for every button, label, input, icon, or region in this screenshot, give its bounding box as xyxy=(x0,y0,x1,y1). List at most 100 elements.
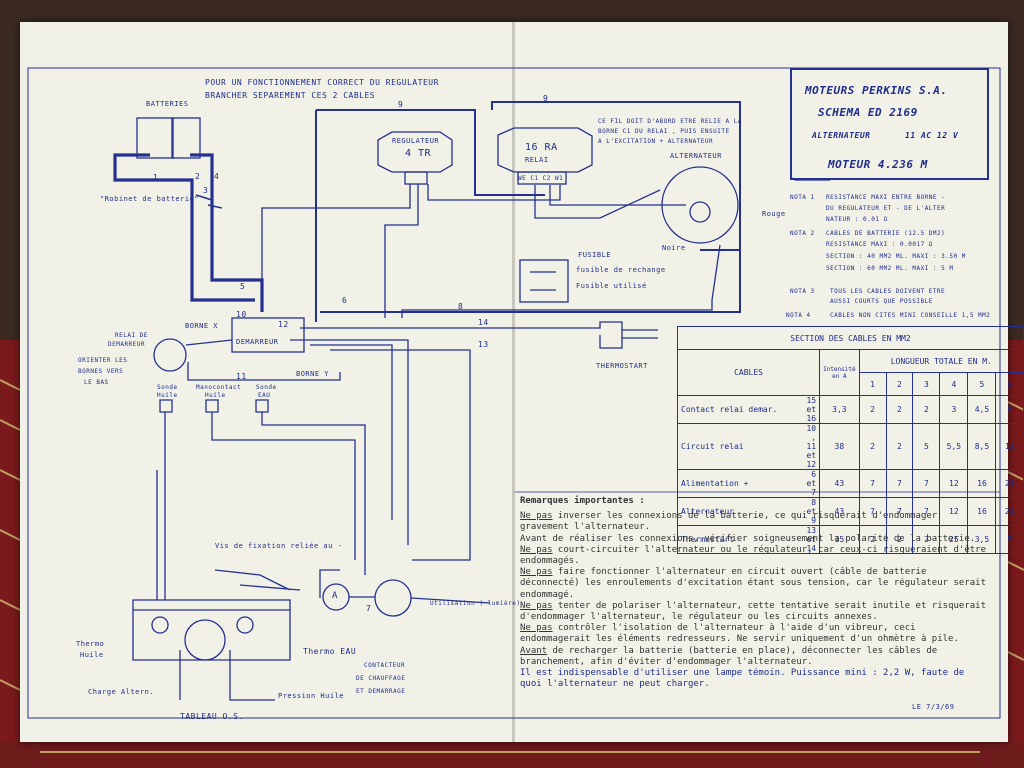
nota-1-line2: DU REGULATEUR ET - DE L'ALTER xyxy=(826,205,946,212)
fuse-box xyxy=(519,259,569,303)
thermo-eau-label: Thermo EAU xyxy=(303,647,357,656)
thermostart-label: THERMOSTART xyxy=(596,362,648,370)
table-cell: 2 xyxy=(885,395,914,424)
remark-lead: Avant xyxy=(520,645,548,656)
length-header: 4 xyxy=(939,372,969,396)
sonde-eau-line1: Sonde xyxy=(256,384,277,391)
alternator-label: ALTERNATEUR xyxy=(670,152,722,160)
row-name: Alternateur xyxy=(677,497,804,526)
nota-4-label: NOTA 4 xyxy=(786,312,811,319)
remark-text: inverser les connexions de la batterie, … xyxy=(520,511,938,533)
batteries-label: BATTERIES xyxy=(146,100,189,108)
length-header: 2 xyxy=(885,372,914,396)
table-cell: 4,5 xyxy=(967,395,997,424)
table-cell: 12 xyxy=(939,469,969,498)
remark-lead: Ne pas xyxy=(520,567,553,578)
table-cell: 24 xyxy=(995,469,1024,498)
contacteur-line2: DE CHAUFFAGE xyxy=(356,675,406,682)
wire-number: 4 xyxy=(214,172,220,181)
table-cell: 3,5 xyxy=(967,525,997,554)
orient-line3: LE BAS xyxy=(84,379,109,386)
table-cell: 7 xyxy=(885,469,914,498)
starter-relay-line2: DEMARREUR xyxy=(108,341,146,348)
table-cell: 12 xyxy=(939,497,969,526)
sonde-huile-line2: Huile xyxy=(157,392,178,399)
fuse-label: FUSIBLE xyxy=(578,251,612,259)
starter-relay xyxy=(153,338,187,372)
row-name: Thermostart xyxy=(677,525,804,554)
schema-ref: SCHEMA ED 2169 xyxy=(818,106,918,119)
wire-number: 3 xyxy=(203,186,209,195)
vis-fixation-label: Vis de fixation reliée au - xyxy=(215,542,343,550)
length-header: 1 xyxy=(858,372,887,396)
contacteur-line1: CONTACTEUR xyxy=(364,662,406,669)
sonde-huile-line1: Sonde xyxy=(157,384,178,391)
remark-text: court-circuiter l'alternateur ou le régu… xyxy=(520,544,986,567)
remarks-title: Remarques importantes : xyxy=(520,496,645,506)
dashboard-panel xyxy=(132,599,291,661)
table-row: Alternateur 8 et 9 43 7 7 7 12 16 24 xyxy=(677,497,1024,526)
col-cables: CABLES xyxy=(676,349,821,396)
nota-3-label: NOTA 3 xyxy=(790,288,815,295)
cable-section-table: SECTION DES CABLES EN MM2 CABLES Intensi… xyxy=(676,326,1024,554)
wire-number: 5 xyxy=(240,282,246,291)
row-name: Alimentation + xyxy=(677,469,804,498)
nota-2-line4: SECTION : 60 mm2 ml. Maxi : 5 M xyxy=(826,265,954,272)
table-cell: 11 xyxy=(995,423,1024,470)
table-cell: 2 xyxy=(885,423,914,470)
ignition-switch xyxy=(374,579,412,617)
col-longueur: LONGUEUR TOTALE EN M. xyxy=(858,349,1024,373)
remark-text: de recharger la batterie (batterie en pl… xyxy=(520,645,938,667)
demarreur-label: DEMARREUR xyxy=(236,338,279,346)
regulator-body xyxy=(377,131,453,173)
wire-number: 12 xyxy=(278,320,289,329)
remark-text: Avant de réaliser les connexions, vérifi… xyxy=(520,533,976,544)
remark-lead: Ne pas xyxy=(520,600,553,611)
nota-2-line1: CABLES DE BATTERIE (12.5 dm2) xyxy=(826,230,946,237)
moteur-title: MOTEUR 4.236 M xyxy=(828,158,928,171)
row-intensite: 15 xyxy=(819,525,860,554)
battery-1 xyxy=(136,117,174,159)
table-cell: 24 xyxy=(995,497,1024,526)
length-header: 5 xyxy=(967,372,997,396)
table-cell: 7 xyxy=(912,469,941,498)
header-note-line1: POUR UN FONCTIONNEMENT CORRECT DU REGULA… xyxy=(205,78,439,87)
row-wires: 10 , 11 et 12 xyxy=(803,423,821,470)
regulator-ref: 4 TR xyxy=(405,148,432,159)
wire-number: 11 xyxy=(236,372,247,381)
sheet-fold xyxy=(512,22,515,742)
alternateur-ref: 11 AC 12 V xyxy=(905,131,959,140)
row-wires: 13 et 14 xyxy=(803,525,821,554)
regulator-label: REGULATEUR xyxy=(392,137,440,145)
battery-2 xyxy=(171,117,201,159)
wire-number: 9 xyxy=(543,94,549,103)
remark-text: tenter de polariser l'alternateur, cette… xyxy=(520,600,986,623)
contacteur-line3: ET DEMARRAGE xyxy=(356,688,406,695)
table-cell: 2 xyxy=(858,525,887,554)
relay-ref: 16 RA xyxy=(525,142,558,153)
table-cell: 2 xyxy=(912,525,941,554)
wire-number: 1 xyxy=(153,173,159,182)
remark-lead: Ne pas xyxy=(520,623,553,634)
remark-item: Ne pas contrôler l'isolation de l'altern… xyxy=(520,623,990,645)
row-intensite: 43 xyxy=(819,469,860,498)
table-row: Contact relai demar. 15 et 16 3,3 2 2 2 … xyxy=(677,395,1024,424)
table-cell: 2 xyxy=(858,395,887,424)
table-cell: 5 xyxy=(912,423,941,470)
table-title: SECTION DES CABLES EN MM2 xyxy=(677,326,1024,350)
relay-body xyxy=(497,127,593,173)
table-cell: 5,5 xyxy=(939,423,969,470)
remark-item: Avant de réaliser les connexions, vérifi… xyxy=(520,534,990,545)
charge-alter-label: Charge Altern. xyxy=(88,688,155,696)
wire-number: 13 xyxy=(478,340,489,349)
row-name: Contact relai demar. xyxy=(677,395,804,424)
alternateur-title: ALTERNATEUR xyxy=(812,131,871,140)
remark-item: Ne pas inverser les connexions de la bat… xyxy=(520,511,990,533)
utilisation-label: Utilisation ( lumière) xyxy=(430,600,521,607)
table-row: Thermostart 13 et 14 15 2 2 2 25 3,5 5 xyxy=(677,525,1024,554)
table-cell: 3 xyxy=(939,395,969,424)
tableau-label: TABLEAU O.S. xyxy=(180,712,244,721)
remark-text: contrôler l'isolation de l'alternateur à… xyxy=(520,623,959,645)
table-row: Alimentation + 6 et 7 43 7 7 7 12 16 24 xyxy=(677,469,1024,498)
wire-number: 9 xyxy=(398,100,404,109)
